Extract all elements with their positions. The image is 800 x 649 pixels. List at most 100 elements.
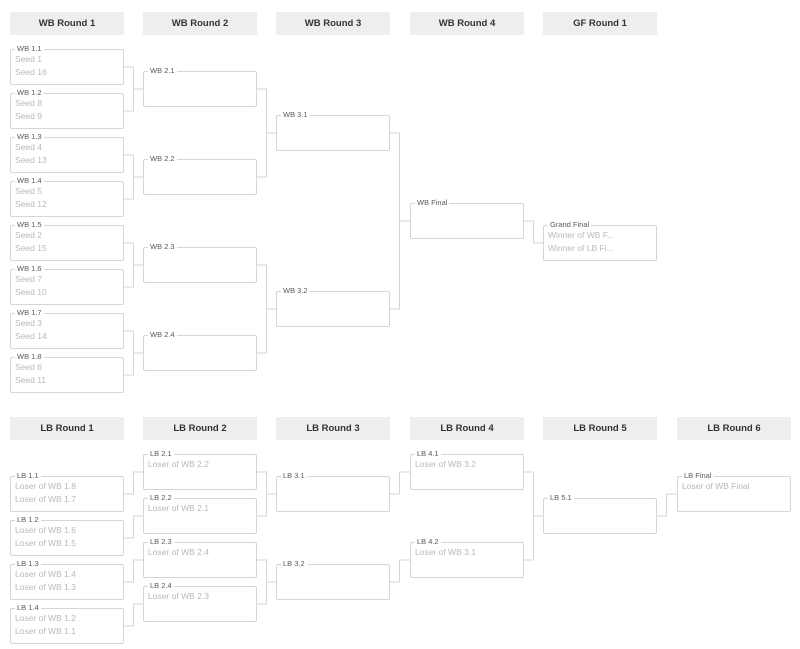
match-wb-final[interactable] — [410, 203, 524, 239]
round-header-gf-round-1: GF Round 1 — [543, 12, 657, 35]
connector-line — [124, 471, 143, 495]
match-wb-2-1[interactable] — [143, 71, 257, 107]
round-header-lb-round-5: LB Round 5 — [543, 417, 657, 440]
participant-slot[interactable]: Loser of WB 1.4 — [15, 569, 76, 579]
match-wb-1-2[interactable] — [10, 93, 124, 129]
match-lb-1-4[interactable] — [10, 608, 124, 644]
match-lb-1-2[interactable] — [10, 520, 124, 556]
participant-slot[interactable]: Seed 13 — [15, 155, 47, 165]
match-label: LB 2.2 — [148, 493, 174, 502]
match-wb-2-4[interactable] — [143, 335, 257, 371]
match-wb-3-2[interactable] — [276, 291, 390, 327]
match-lb-2-1[interactable] — [143, 454, 257, 490]
match-lb-5-1[interactable] — [543, 498, 657, 534]
match-label: LB 3.2 — [281, 559, 307, 568]
match-grand-final[interactable] — [543, 225, 657, 261]
match-lb-2-2[interactable] — [143, 498, 257, 534]
round-header-lb-round-2: LB Round 2 — [143, 417, 257, 440]
connector-line — [390, 132, 400, 310]
participant-slot[interactable]: Loser of WB 1.2 — [15, 613, 76, 623]
match-lb-2-3[interactable] — [143, 542, 257, 578]
participant-slot[interactable]: Loser of WB 2.3 — [148, 591, 209, 601]
match-wb-3-1[interactable] — [276, 115, 390, 151]
participant-slot[interactable]: Seed 14 — [15, 331, 47, 341]
match-wb-1-8[interactable] — [10, 357, 124, 393]
match-wb-1-5[interactable] — [10, 225, 124, 261]
match-lb-2-4[interactable] — [143, 586, 257, 622]
participant-slot[interactable]: Seed 6 — [15, 362, 42, 372]
connector-line — [524, 220, 543, 244]
match-label: LB 4.1 — [415, 449, 441, 458]
participant-slot[interactable]: Seed 1 — [15, 54, 42, 64]
match-label: WB Final — [415, 198, 450, 207]
participant-slot[interactable]: Loser of WB 1.8 — [15, 481, 76, 491]
participant-slot[interactable]: Seed 12 — [15, 199, 47, 209]
match-label: LB 3.1 — [281, 471, 307, 480]
match-wb-2-3[interactable] — [143, 247, 257, 283]
match-lb-4-1[interactable] — [410, 454, 524, 490]
participant-slot[interactable]: Seed 3 — [15, 318, 42, 328]
connector-line — [124, 66, 134, 112]
match-wb-1-6[interactable] — [10, 269, 124, 305]
round-header-wb-round-1: WB Round 1 — [10, 12, 124, 35]
participant-slot[interactable]: Seed 11 — [15, 375, 47, 385]
participant-slot[interactable]: Seed 8 — [15, 98, 42, 108]
participant-slot[interactable]: Winner of WB F... — [548, 230, 615, 240]
match-label: LB 2.4 — [148, 581, 174, 590]
match-label: LB 4.2 — [415, 537, 441, 546]
participant-slot[interactable]: Loser of WB 2.4 — [148, 547, 209, 557]
match-wb-1-3[interactable] — [10, 137, 124, 173]
match-lb-1-3[interactable] — [10, 564, 124, 600]
participant-slot[interactable]: Loser of WB 1.7 — [15, 494, 76, 504]
participant-slot[interactable]: Seed 5 — [15, 186, 42, 196]
match-wb-2-2[interactable] — [143, 159, 257, 195]
match-label: WB 2.1 — [148, 66, 177, 75]
participant-slot[interactable]: Loser of WB 3.1 — [415, 547, 476, 557]
round-header-wb-round-3: WB Round 3 — [276, 12, 390, 35]
participant-slot[interactable]: Loser of WB 3.2 — [415, 459, 476, 469]
participant-slot[interactable]: Seed 16 — [15, 67, 47, 77]
match-wb-1-4[interactable] — [10, 181, 124, 217]
participant-slot[interactable]: Loser of WB 2.2 — [148, 459, 209, 469]
participant-slot[interactable]: Seed 4 — [15, 142, 42, 152]
match-label: LB 1.3 — [15, 559, 41, 568]
match-label: WB 1.1 — [15, 44, 44, 53]
match-label: WB 1.2 — [15, 88, 44, 97]
match-lb-3-2[interactable] — [276, 564, 390, 600]
participant-slot[interactable]: Winner of LB Fi... — [548, 243, 614, 253]
match-wb-1-1[interactable] — [10, 49, 124, 85]
match-label: Grand Final — [548, 220, 592, 229]
round-header-lb-round-6: LB Round 6 — [677, 417, 791, 440]
connector-line — [124, 154, 134, 200]
match-label: LB 2.3 — [148, 537, 174, 546]
round-header-wb-round-4: WB Round 4 — [410, 12, 524, 35]
connector-line — [257, 264, 267, 354]
match-lb-4-2[interactable] — [410, 542, 524, 578]
connector-line — [257, 559, 267, 605]
match-label: WB 2.4 — [148, 330, 177, 339]
participant-slot[interactable]: Seed 7 — [15, 274, 42, 284]
match-lb-3-1[interactable] — [276, 476, 390, 512]
match-label: LB 1.2 — [15, 515, 41, 524]
match-label: WB 3.2 — [281, 286, 310, 295]
participant-slot[interactable]: Loser of WB 1.6 — [15, 525, 76, 535]
participant-slot[interactable]: Loser of WB 1.5 — [15, 538, 76, 548]
match-label: WB 1.8 — [15, 352, 44, 361]
participant-slot[interactable]: Loser of WB 1.1 — [15, 626, 76, 636]
participant-slot[interactable]: Loser of WB 1.3 — [15, 582, 76, 592]
participant-slot[interactable]: Loser of WB 2.1 — [148, 503, 209, 513]
connector-line — [124, 242, 134, 288]
match-wb-1-7[interactable] — [10, 313, 124, 349]
participant-slot[interactable]: Seed 2 — [15, 230, 42, 240]
participant-slot[interactable]: Seed 9 — [15, 111, 42, 121]
match-lb-final[interactable] — [677, 476, 791, 512]
participant-slot[interactable]: Loser of WB Final — [682, 481, 750, 491]
round-header-wb-round-2: WB Round 2 — [143, 12, 257, 35]
participant-slot[interactable]: Seed 15 — [15, 243, 47, 253]
match-lb-1-1[interactable] — [10, 476, 124, 512]
connector-line — [124, 559, 143, 583]
connector-line — [124, 603, 143, 627]
participant-slot[interactable]: Seed 10 — [15, 287, 47, 297]
connector-line — [390, 559, 410, 583]
